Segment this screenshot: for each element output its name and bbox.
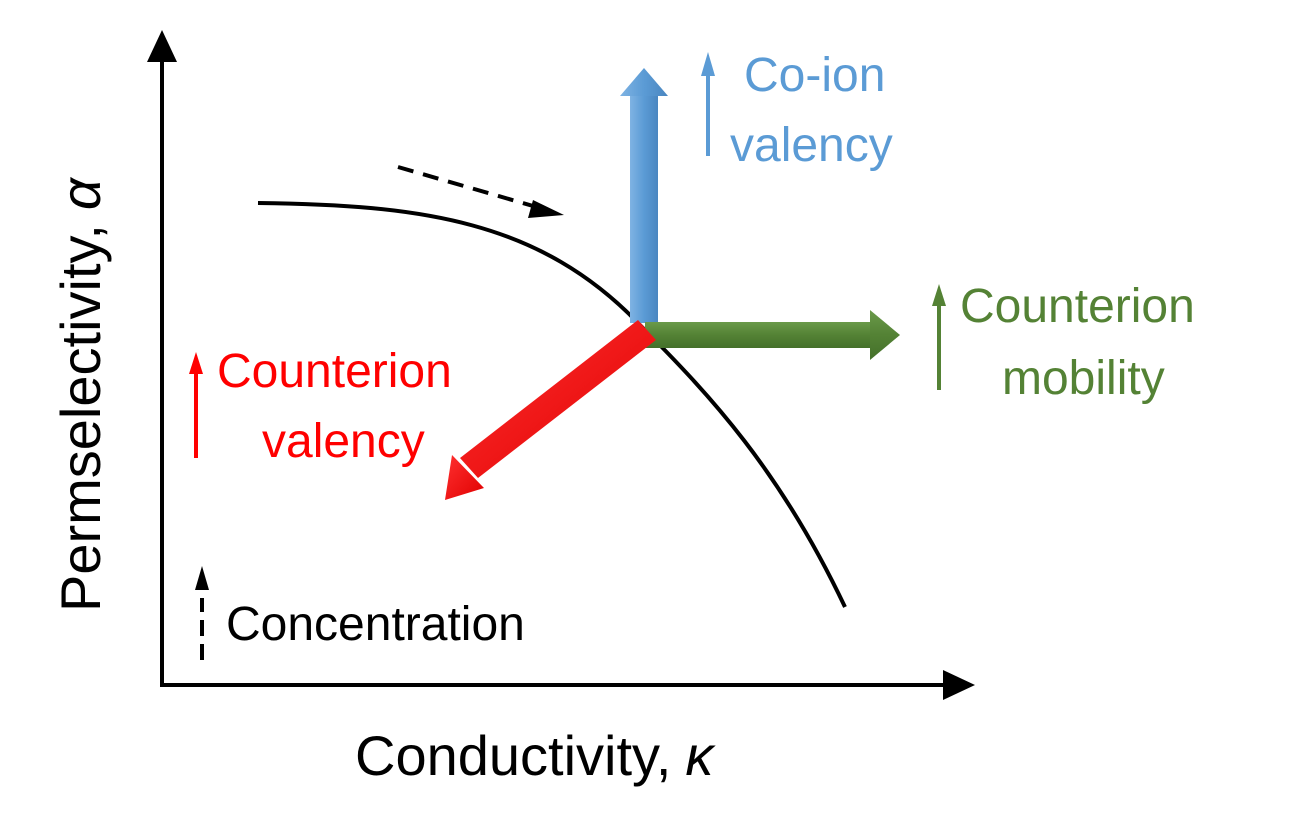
counterion-valency-arrow xyxy=(445,320,656,500)
y-axis-symbol: α xyxy=(49,176,112,210)
coion-label-line2: valency xyxy=(730,119,893,172)
mobility-label-line2: mobility xyxy=(1002,352,1165,405)
valency-label-line1: Counterion xyxy=(217,345,452,398)
valency-label-line2: valency xyxy=(262,415,425,468)
x-axis-arrowhead xyxy=(943,670,975,700)
y-axis-label: Permselectivity, α xyxy=(49,176,112,612)
y-axis-label-text: Permselectivity, xyxy=(49,224,112,612)
y-axis xyxy=(147,30,177,685)
valency-up-arrow-icon xyxy=(189,352,203,458)
coion-label-line1: Co-ion xyxy=(744,49,885,102)
concentration-dashed-arrow xyxy=(397,165,564,218)
x-axis-symbol: κ xyxy=(685,724,716,787)
x-axis-label: Conductivity,κ xyxy=(355,724,716,787)
coion-valency-arrow xyxy=(620,68,668,323)
concentration-up-arrow-icon xyxy=(195,566,209,660)
x-axis-label-text: Conductivity, xyxy=(355,724,671,787)
mobility-up-arrow-icon xyxy=(932,284,946,390)
coion-up-arrow-icon xyxy=(701,52,715,156)
counterion-mobility-arrow xyxy=(645,310,900,360)
x-axis xyxy=(160,670,975,700)
y-axis-arrowhead xyxy=(147,30,177,62)
mobility-label-line1: Counterion xyxy=(960,280,1195,333)
concentration-label: Concentration xyxy=(226,598,525,651)
